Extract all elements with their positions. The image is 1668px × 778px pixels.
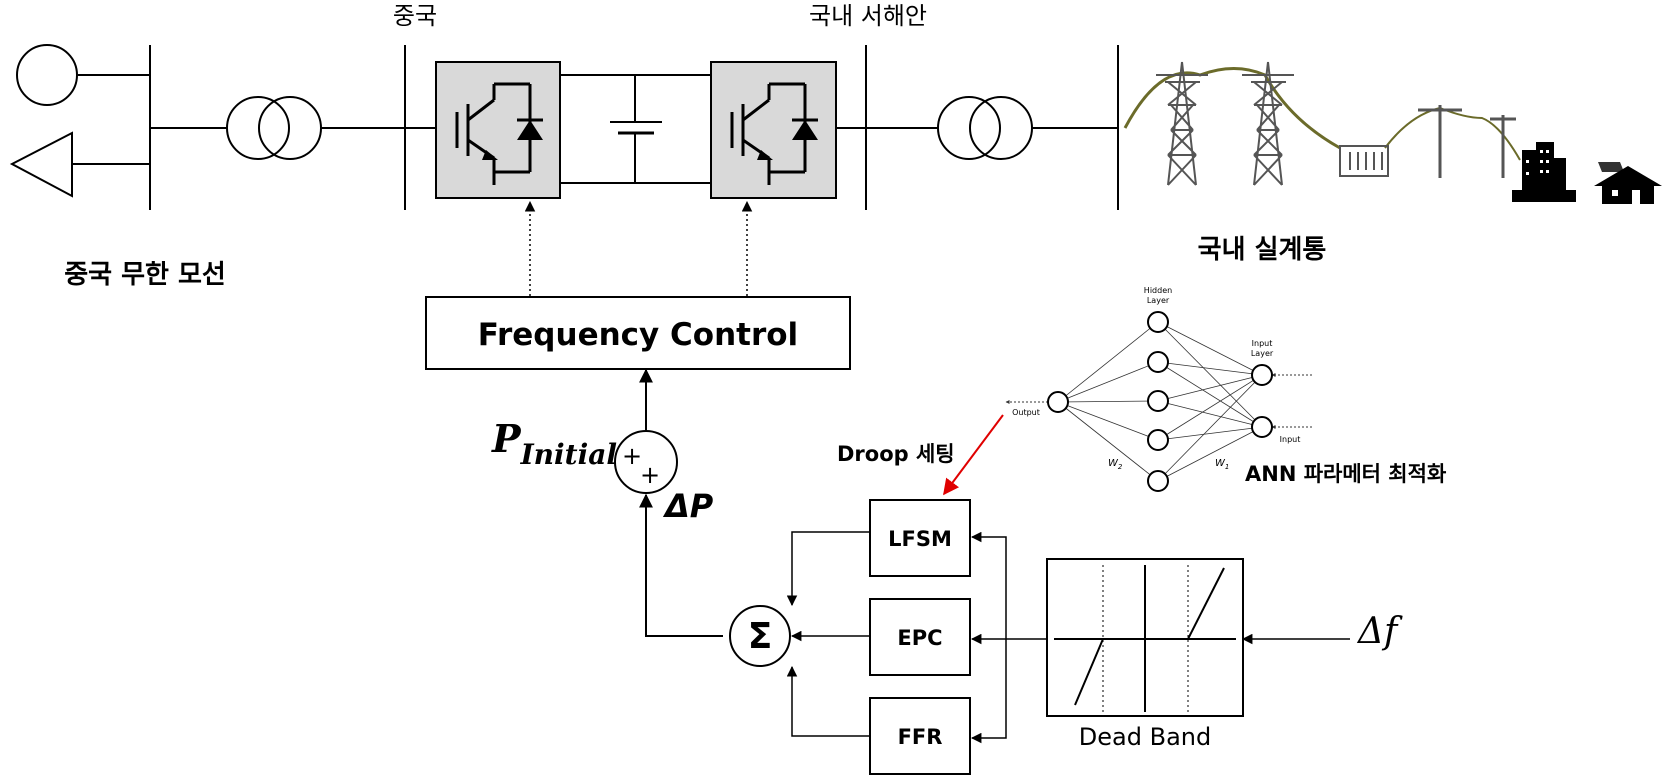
nn-output-node: [1047, 391, 1069, 413]
nn-hidden-label-2: Layer: [1147, 296, 1170, 305]
transformer-icon: [937, 96, 1033, 160]
epc-label: EPC: [897, 626, 942, 650]
ann-optimization-label: ANN 파라메터 최적화: [1245, 462, 1447, 486]
droop-arrow: [943, 414, 1004, 496]
label-domestic-grid: 국내 실계통: [1198, 235, 1327, 265]
plus-top: +: [622, 442, 642, 470]
nn-w1-sub: 1: [1225, 463, 1229, 471]
nn-input-node: [1251, 364, 1273, 386]
ffr-block: [869, 697, 971, 775]
substation-icon: [1339, 145, 1389, 177]
converter-left: [435, 61, 561, 199]
nn-w1-main: W: [1215, 458, 1226, 469]
label-china-infinite-bus: 중국 무한 모선: [64, 260, 226, 290]
nn-input-label: Input: [1280, 435, 1301, 444]
nn-hidden-node: [1147, 390, 1169, 412]
transformer-icon: [226, 96, 322, 160]
capacitor-icon: [610, 75, 662, 183]
p-initial-label: PInitial: [491, 416, 617, 471]
igbt-converter-icon: [455, 82, 543, 185]
droop-setting-label: Droop 세팅: [837, 442, 955, 466]
sigma-summer: [729, 605, 791, 667]
dead-band-label: Dead Band: [1079, 723, 1211, 751]
nn-input-layer-label: Input: [1252, 339, 1273, 348]
lfsm-block: [869, 499, 971, 577]
nn-w2-main: W: [1108, 458, 1119, 469]
nn-hidden-label: Hidden: [1144, 286, 1172, 295]
epc-block: [869, 598, 971, 676]
nn-input-node: [1251, 416, 1273, 438]
nn-hidden-node: [1147, 429, 1169, 451]
nn-hidden-node: [1147, 311, 1169, 333]
nn-input-layer-label-2: Layer: [1251, 349, 1274, 358]
building-icon: [1512, 142, 1576, 202]
label-china: 중국: [393, 2, 437, 30]
delta-p-label: ΔP: [662, 487, 714, 525]
nn-output-label: Output: [1012, 408, 1040, 417]
lfsm-label: LFSM: [888, 527, 952, 551]
sigma-symbol: Σ: [748, 616, 773, 657]
p-initial-sub: Initial: [520, 438, 617, 471]
house-icon: [1594, 166, 1662, 204]
frequency-control-box: [425, 296, 851, 370]
power-system: [9, 44, 1119, 210]
delta-f-label: Δf: [1356, 611, 1403, 652]
frequency-control-label: Frequency Control: [478, 317, 798, 353]
converter-right: [710, 61, 837, 199]
nn-weight-w2: W2: [1108, 458, 1123, 471]
p-initial-main: P: [491, 416, 522, 461]
neural-network-icon: Hidden Layer Input Layer Output Input W2…: [1005, 286, 1312, 492]
label-domestic-west-coast: 국내 서해안: [809, 2, 927, 30]
summing-junction: [614, 430, 678, 494]
plus-bottom: +: [640, 461, 660, 489]
building-windows: [1526, 150, 1549, 175]
transmission-tower-icon: [1156, 61, 1208, 186]
nn-hidden-node: [1147, 351, 1169, 373]
nn-hidden-node: [1147, 470, 1169, 492]
domestic-grid-illustration: [1123, 61, 1662, 204]
load-icon: [9, 131, 73, 198]
dead-band-curve: [1054, 565, 1236, 712]
nn-w2-sub: 2: [1118, 463, 1123, 471]
generator-icon: [16, 44, 78, 106]
transmission-tower-icon: [1242, 61, 1294, 186]
nn-weight-w1: W1: [1215, 458, 1229, 471]
ffr-label: FFR: [898, 725, 943, 749]
solar-panel-icon: [1598, 162, 1624, 172]
utility-pole-icon: [1418, 105, 1516, 178]
